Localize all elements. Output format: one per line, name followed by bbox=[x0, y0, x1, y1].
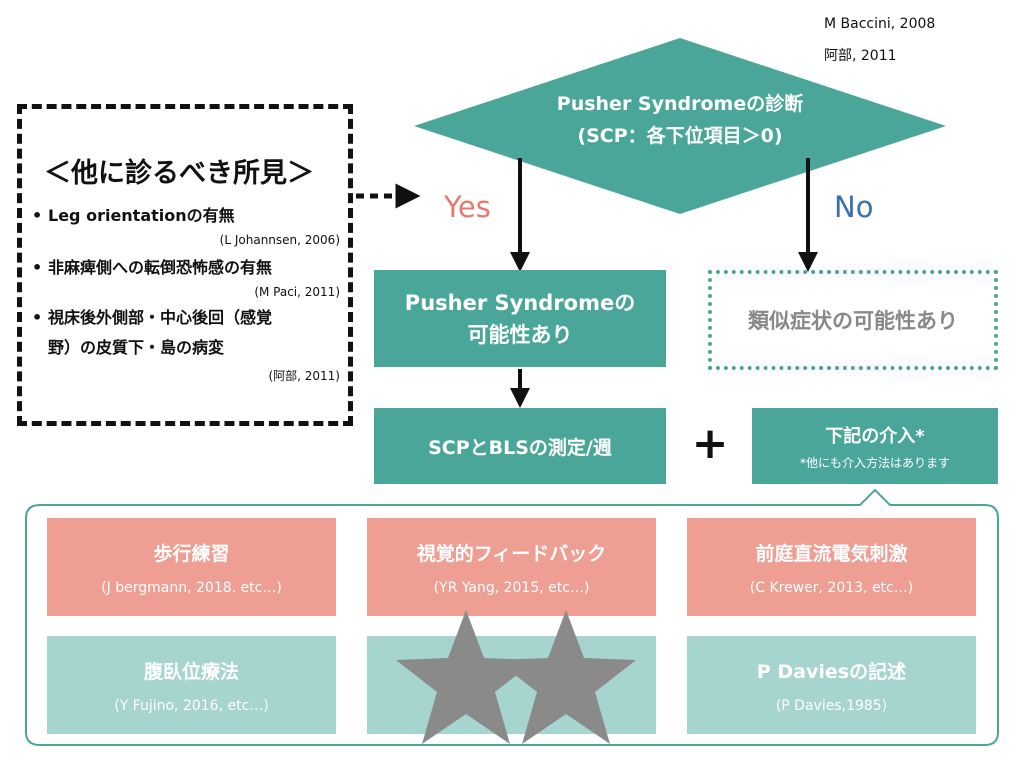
intervention-card: 前庭直流電気刺激 (C Krewer, 2013, etc…) bbox=[687, 518, 976, 616]
bullet: • bbox=[32, 206, 43, 225]
intervention-card-obscured bbox=[367, 636, 656, 734]
intervention-card-cite: (J bergmann, 2018. etc…) bbox=[101, 579, 282, 596]
measurement-box: SCPとBLSの測定/週 bbox=[374, 408, 666, 484]
decision-label: Pusher Syndromeの診断 (SCP：各下位項目＞0) bbox=[440, 88, 920, 152]
pusher-possible-box: Pusher Syndromeの 可能性あり bbox=[374, 270, 666, 367]
intervention-card-name: P Daviesの記述 bbox=[756, 660, 907, 683]
decision-criteria: (SCP：各下位項目＞0) bbox=[577, 125, 783, 147]
intervention-card: P Daviesの記述 (P Davies,1985) bbox=[687, 636, 976, 734]
finding-text: 視床後外側部・中心後回（感覚 bbox=[48, 308, 273, 327]
finding-item-continued: 野）の皮質下・島の病変 bbox=[32, 335, 224, 361]
intervention-title: 下記の介入* bbox=[825, 425, 925, 447]
star-icon bbox=[396, 610, 536, 744]
intervention-card-name: 前庭直流電気刺激 bbox=[755, 542, 908, 565]
intervention-card-name: 腹臥位療法 bbox=[143, 660, 239, 683]
intervention-card-name: 視覚的フィードバック bbox=[416, 542, 607, 565]
finding-item: • Leg orientationの有無 bbox=[32, 203, 235, 229]
intervention-card-cite: (YR Yang, 2015, etc…) bbox=[433, 579, 590, 596]
other-findings-panel: ＜他に診るべき所見＞ • Leg orientationの有無 (L Johann… bbox=[17, 104, 353, 426]
finding-item: • 視床後外側部・中心後回（感覚 bbox=[32, 305, 272, 331]
intervention-card: 視覚的フィードバック (YR Yang, 2015, etc…) bbox=[367, 518, 656, 616]
intervention-card-cite: (P Davies,1985) bbox=[775, 697, 888, 714]
finding-cite: (阿部, 2011) bbox=[268, 369, 340, 383]
intervention-card: 歩行練習 (J bergmann, 2018. etc…) bbox=[47, 518, 336, 616]
intervention-box: 下記の介入* *他にも介入方法はあります bbox=[752, 408, 998, 484]
reference-abe: 阿部, 2011 bbox=[824, 48, 897, 64]
no-label: No bbox=[834, 190, 874, 224]
plus-sign: + bbox=[691, 418, 729, 469]
pusher-possible-line2: 可能性あり bbox=[467, 322, 573, 347]
intervention-card: 腹臥位療法 (Y Fujino, 2016, etc…) bbox=[47, 636, 336, 734]
intervention-card-cite: (C Krewer, 2013, etc…) bbox=[749, 579, 914, 596]
finding-item: • 非麻痺側への転倒恐怖感の有無 bbox=[32, 255, 272, 281]
yes-label: Yes bbox=[444, 190, 491, 224]
decision-title: Pusher Syndromeの診断 bbox=[556, 93, 804, 115]
intervention-card-name: 歩行練習 bbox=[153, 542, 230, 565]
star-icon bbox=[496, 610, 636, 744]
finding-cite: (L Johannsen, 2006) bbox=[219, 233, 340, 247]
pusher-possible-line1: Pusher Syndromeの bbox=[404, 290, 636, 315]
intervention-note: *他にも介入方法はあります bbox=[799, 455, 950, 470]
finding-text: 非麻痺側への転倒恐怖感の有無 bbox=[48, 258, 273, 277]
finding-cite: (M Paci, 2011) bbox=[254, 285, 340, 299]
reference-baccini: M Baccini, 2008 bbox=[824, 16, 936, 32]
bullet: • bbox=[32, 308, 43, 327]
similar-symptoms-box: 類似症状の可能性あり bbox=[708, 270, 998, 370]
intervention-card-cite: (Y Fujino, 2016, etc…) bbox=[114, 697, 269, 714]
bullet: • bbox=[32, 258, 43, 277]
finding-text: Leg orientationの有無 bbox=[48, 206, 235, 225]
finding-text: 野）の皮質下・島の病変 bbox=[48, 338, 225, 357]
decision-diamond bbox=[414, 38, 946, 214]
other-findings-title: ＜他に診るべき所見＞ bbox=[44, 158, 314, 189]
